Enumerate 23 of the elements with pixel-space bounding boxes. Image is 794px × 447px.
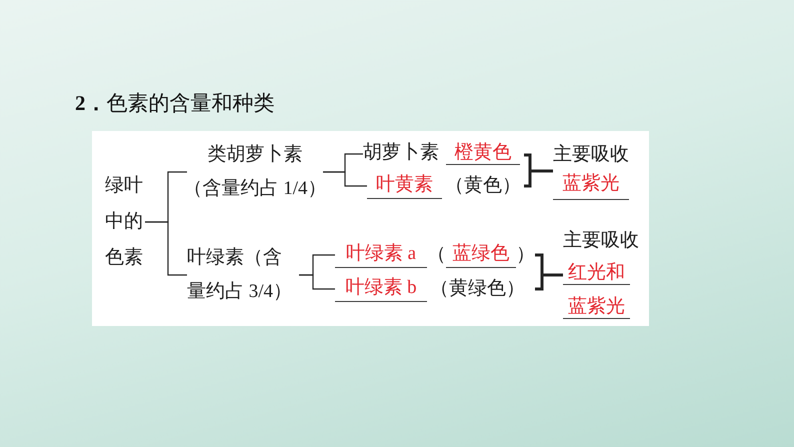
term-label: （含量约占 1/4） [183, 177, 327, 201]
term-label: 绿叶中的色素 [105, 174, 144, 270]
filled-blank: 蓝绿色 [446, 241, 516, 268]
filled-blank: 蓝紫光 [553, 169, 629, 200]
bracket-connector [299, 274, 335, 290]
term-label: （ [427, 243, 446, 267]
filled-blank: 叶绿素 a [335, 241, 427, 268]
filled-blank: 橙黄色 [446, 142, 520, 165]
filled-blank: 叶黄素 [367, 172, 442, 199]
filled-blank: 叶绿素 b [335, 275, 427, 302]
term-label: 主要吸收 [563, 229, 639, 253]
term-label: （黄色） [445, 174, 521, 198]
section-title: 2．色素的含量和种类 [75, 90, 274, 117]
term-label: 胡萝卜素 [363, 141, 439, 165]
bracket-connector [145, 221, 187, 276]
bracket-connector [535, 274, 563, 290]
bracket-connector [524, 170, 553, 188]
term-label: 类胡萝卜素 [208, 143, 302, 167]
term-label: 叶绿素（含量约占 3/4） [187, 246, 294, 304]
term-label: 主要吸收 [553, 143, 629, 167]
term-label: ） [516, 243, 535, 267]
bracket-connector [323, 171, 367, 187]
term-label: （黄绿色） [430, 277, 525, 301]
